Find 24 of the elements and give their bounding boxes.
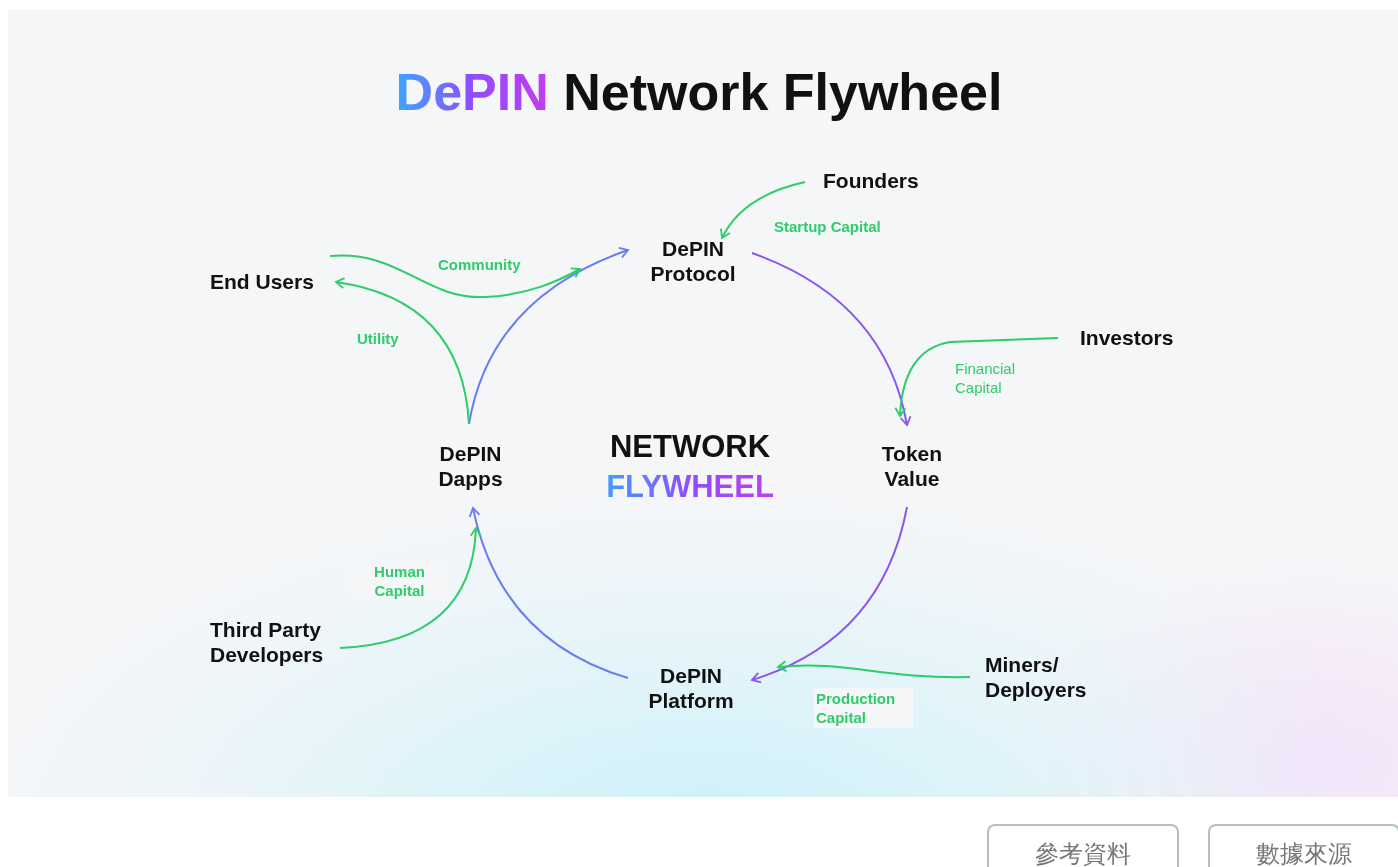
diagram-title: DePIN Network Flywheel (394, 62, 1004, 122)
edge-label: Production Capital (814, 688, 913, 728)
arrow (339, 527, 482, 649)
stage-label: Token Value (872, 441, 952, 491)
participant-label: Third Party Developers (210, 617, 350, 667)
arrow (894, 337, 1059, 417)
participant-label: Investors (1080, 325, 1200, 350)
arrow (469, 507, 629, 679)
participant-label: Founders (823, 168, 953, 193)
stage-label: DePIN Protocol (638, 236, 748, 286)
arrow (720, 181, 806, 239)
reference-button: 參考資料 (987, 824, 1179, 867)
stage-label: DePIN Platform (636, 663, 746, 713)
edge-label: Human Capital (350, 561, 449, 601)
participant-label: End Users (210, 269, 340, 294)
participant-label: Miners/ Deployers (985, 652, 1115, 702)
arrow (751, 252, 912, 426)
center-title-top: NETWORK (608, 430, 772, 464)
arrow (751, 506, 908, 683)
stage-label: DePIN Dapps (428, 441, 513, 491)
arrow (777, 660, 971, 679)
arrow (335, 277, 470, 425)
arrow (329, 254, 581, 298)
source-button: 數據來源 (1208, 824, 1398, 867)
